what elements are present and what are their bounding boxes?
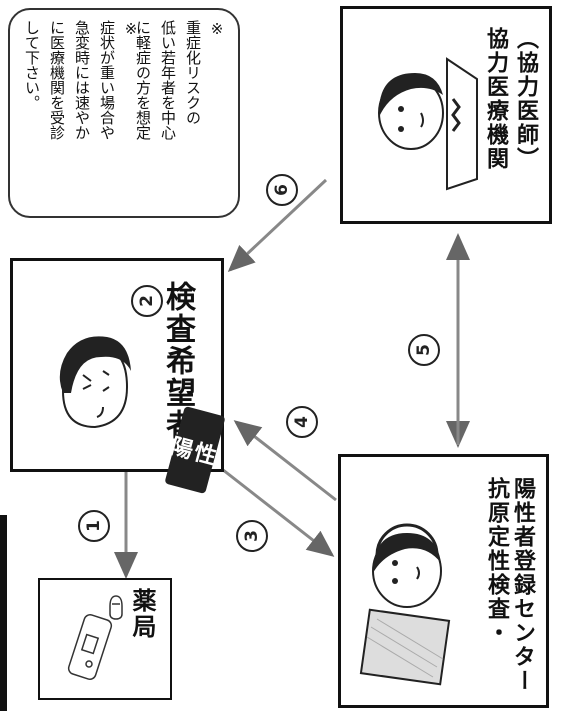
partner-medical-box: 協力医療機関 （協力医師） [340,6,552,224]
doctor-icon [378,57,478,191]
applicant-box: 検査希望者 2 陽性 [10,258,226,495]
note-2-line-3: に医療機関を受診 [48,20,66,140]
step-1-badge: 1 [78,510,110,542]
center-label-line-1: 抗原定性検査・ [484,477,509,645]
operator-icon [359,523,451,686]
note-1-line-1: 重症化リスクの [184,20,202,125]
partner-label-line-1: 協力医療機関 [483,27,508,171]
left-edge-bar [0,515,7,711]
pharmacy-label: 薬局 [128,588,156,640]
step-5-badge: 5 [408,334,440,366]
step-3-badge: 3 [236,520,268,552]
note-2-line-4: して下さい。 [23,20,41,110]
note-1-line-3: に軽症の方を想定 [134,20,152,140]
arrow-6 [227,178,328,273]
arrow-4 [233,420,337,502]
step-6-badge: 6 [266,174,298,206]
note-2-line-1: 症状が重い場合や [98,20,116,140]
person-icon [59,336,131,429]
note-item-1: ※ 重症化リスクの 低い若年者を中心 に軽症の方を想定 [133,20,226,140]
note-2-line-2: 急変時には速やか [73,20,91,140]
step-2-badge: 2 [131,285,163,317]
pharmacy-box: 薬局 [38,578,172,700]
test-kit-icon [67,595,123,680]
arrow-3 [217,464,335,557]
center-label-line-2: 陽性者登録センター [510,477,535,693]
note-1-line-2: 低い若年者を中心 [159,20,177,140]
step-4-badge: 4 [286,406,318,438]
registration-center-box: 抗原定性検査・ 陽性者登録センター [338,454,549,708]
note-1-mark: ※ [208,20,226,38]
partner-label-line-2: （協力医師） [513,27,538,171]
note-item-2: ※ 症状が重い場合や 急変時には速やか に医療機関を受診 して下さい。 [22,20,140,140]
positive-label: 陽性 [167,434,221,471]
note-box: ※ 重症化リスクの 低い若年者を中心 に軽症の方を想定 ※ 症状が重い場合や 急… [8,8,240,218]
note-2-mark: ※ [122,20,140,38]
